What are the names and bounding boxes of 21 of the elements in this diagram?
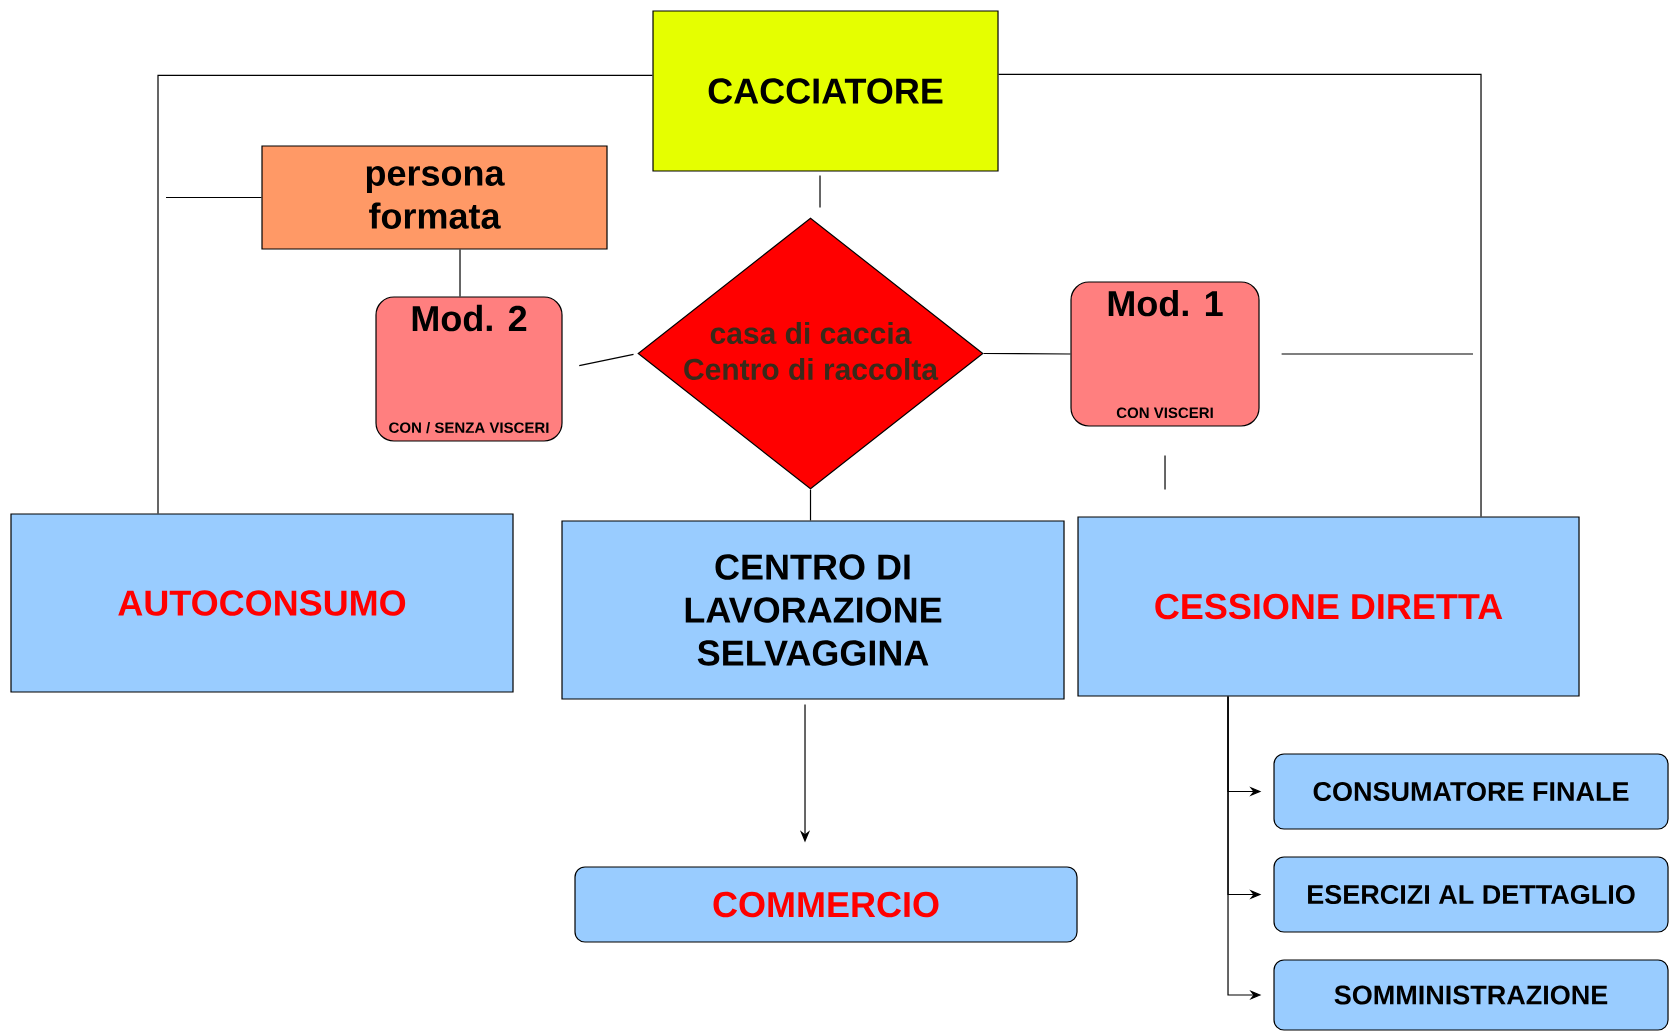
process-box: CONSUMATORE FINALE [1273, 753, 1669, 830]
process-box: SOMMINISTRAZIONE [1273, 959, 1669, 1031]
module-box: Mod. 1 CON VISCERI [1070, 281, 1260, 427]
title-box: CACCIATORE [652, 10, 999, 172]
process-box: CENTRO DI LAVORAZIONE SELVAGGINA [561, 520, 1065, 700]
process-box: ESERCIZI AL DETTAGLIO [1273, 856, 1669, 933]
process-box: persona formata [261, 145, 608, 250]
connector [157, 74, 653, 514]
connector [983, 352, 1071, 355]
connector [998, 73, 1482, 517]
connector [809, 489, 812, 521]
module-box: Mod. 2 CON / SENZA VISCERI [375, 296, 563, 442]
connector [1281, 353, 1474, 355]
connector [459, 249, 461, 297]
process-box: AUTOCONSUMO [10, 513, 514, 693]
connector [165, 196, 262, 199]
connector [1164, 455, 1166, 490]
process-box: CESSIONE DIRETTA [1077, 516, 1580, 697]
process-box: COMMERCIO [574, 866, 1078, 943]
connector [578, 353, 635, 367]
connector [819, 175, 821, 208]
